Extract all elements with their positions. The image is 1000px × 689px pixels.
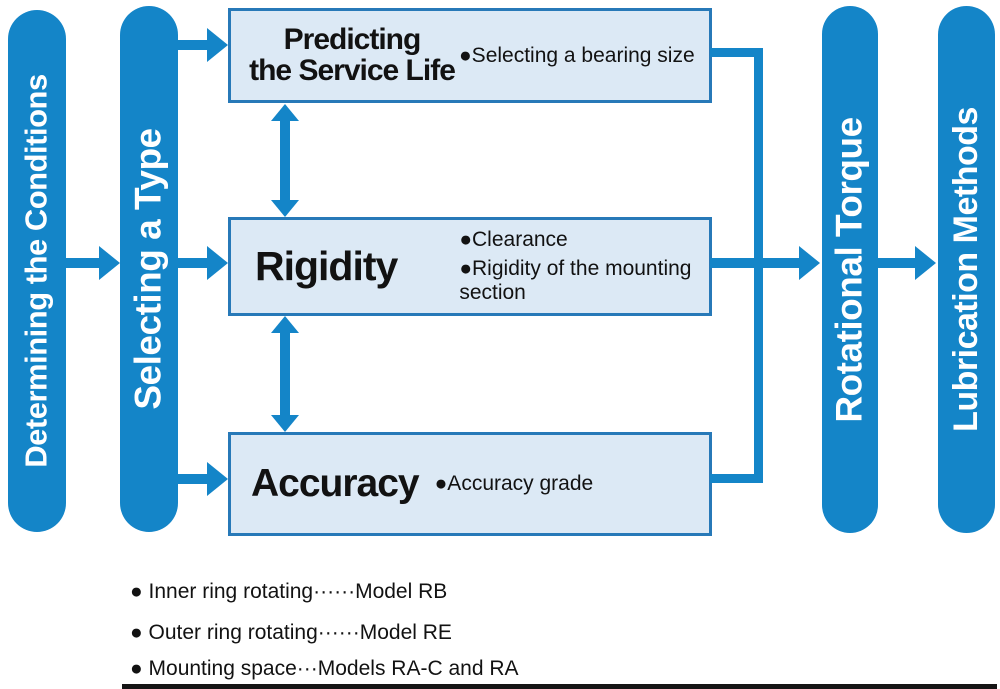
arrow-type-to-accuracy xyxy=(178,462,228,496)
box-title-line2: the Service Life xyxy=(249,53,456,87)
double-arrow-service-life-rigidity xyxy=(271,104,299,217)
arrow-conditions-to-type xyxy=(66,246,120,280)
box-bullets: ●Selecting a bearing size xyxy=(459,44,695,68)
stage-pill-rotational-torque: Rotational Torque xyxy=(822,6,878,533)
bracket-line-vertical xyxy=(754,48,763,483)
arrow-torque-to-lubrication xyxy=(878,246,936,280)
legend-note-mounting-space: ● Mounting space···Models RA-C and RA xyxy=(130,657,519,680)
box-title-line1: Predicting xyxy=(283,22,422,56)
bottom-divider-bar xyxy=(122,684,997,689)
legend-note-inner-ring: ● Inner ring rotating······Model RB xyxy=(130,580,448,603)
box-predicting-service-life: Predicting the Service Life ●Selecting a… xyxy=(228,8,712,103)
stage-pill-determining-conditions: Determining the Conditions xyxy=(8,10,66,532)
stage-pill-label: Selecting a Type xyxy=(128,128,169,410)
box-bullets: ●Accuracy grade xyxy=(435,472,594,496)
box-title: Accuracy xyxy=(251,462,420,506)
double-arrow-rigidity-accuracy xyxy=(271,316,299,432)
legend-note-outer-ring: ● Outer ring rotating······Model RE xyxy=(130,621,452,644)
bracket-line-top xyxy=(710,48,763,57)
box-bullets: ●Clearance ●Rigidity of the mounting sec… xyxy=(459,223,709,310)
arrow-type-to-service-life xyxy=(178,28,228,62)
box-title: Predicting the Service Life xyxy=(241,22,463,87)
stage-pill-label: Rotational Torque xyxy=(829,116,871,423)
stage-pill-selecting-type: Selecting a Type xyxy=(120,6,178,532)
bullet-item: ●Selecting a bearing size xyxy=(459,43,695,67)
box-accuracy: Accuracy ●Accuracy grade xyxy=(228,432,712,536)
stage-pill-label: Lubrication Methods xyxy=(947,107,986,432)
box-title: Rigidity xyxy=(255,242,398,289)
box-rigidity: Rigidity ●Clearance ●Rigidity of the mou… xyxy=(228,217,712,316)
bullet-item: ●Accuracy grade xyxy=(434,472,594,495)
bullet-item: ●Rigidity of the mounting section xyxy=(459,257,692,304)
bullet-item: ●Clearance xyxy=(459,228,568,251)
bracket-line-bottom xyxy=(710,474,763,483)
stage-pill-label: Determining the Conditions xyxy=(19,74,54,468)
stage-pill-lubrication-methods: Lubrication Methods xyxy=(938,6,995,533)
arrow-type-to-rigidity xyxy=(178,246,228,280)
